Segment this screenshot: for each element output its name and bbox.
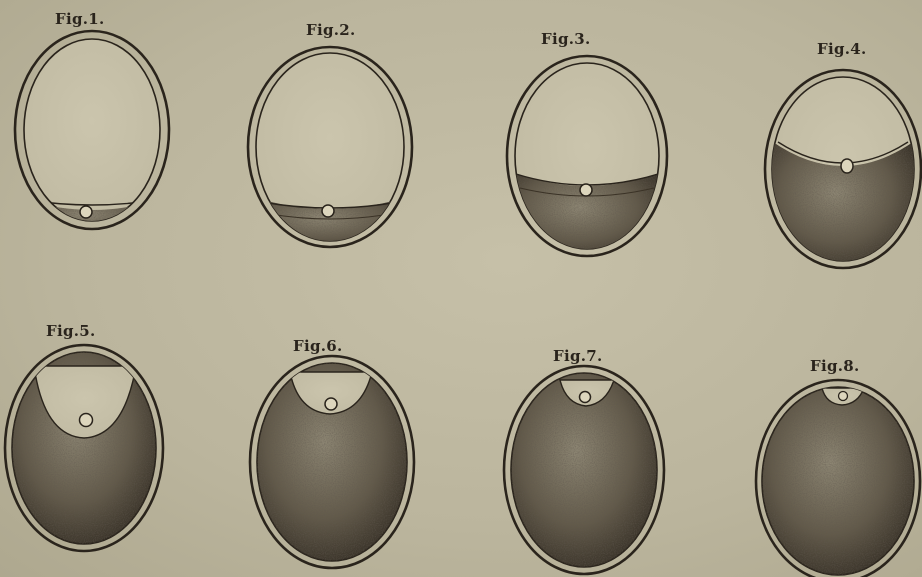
germ-nucleus-3 xyxy=(580,184,592,196)
germ-nucleus-6 xyxy=(325,398,337,410)
germ-nucleus-1 xyxy=(80,206,92,218)
egg-fig-8 xyxy=(756,380,920,577)
germ-nucleus-7 xyxy=(580,392,591,403)
egg-fig-3 xyxy=(507,56,667,260)
egg-fig-4 xyxy=(765,70,921,270)
egg-fig-2 xyxy=(248,47,412,250)
egg-fig-5 xyxy=(5,345,163,551)
egg-fig-1 xyxy=(15,31,169,240)
germ-nucleus-2 xyxy=(322,205,334,217)
germ-nucleus-8 xyxy=(839,392,848,401)
egg-fig-7 xyxy=(504,366,664,574)
egg-fig-6 xyxy=(250,356,414,568)
germ-nucleus-5 xyxy=(80,414,93,427)
germ-nucleus-4 xyxy=(841,159,853,173)
